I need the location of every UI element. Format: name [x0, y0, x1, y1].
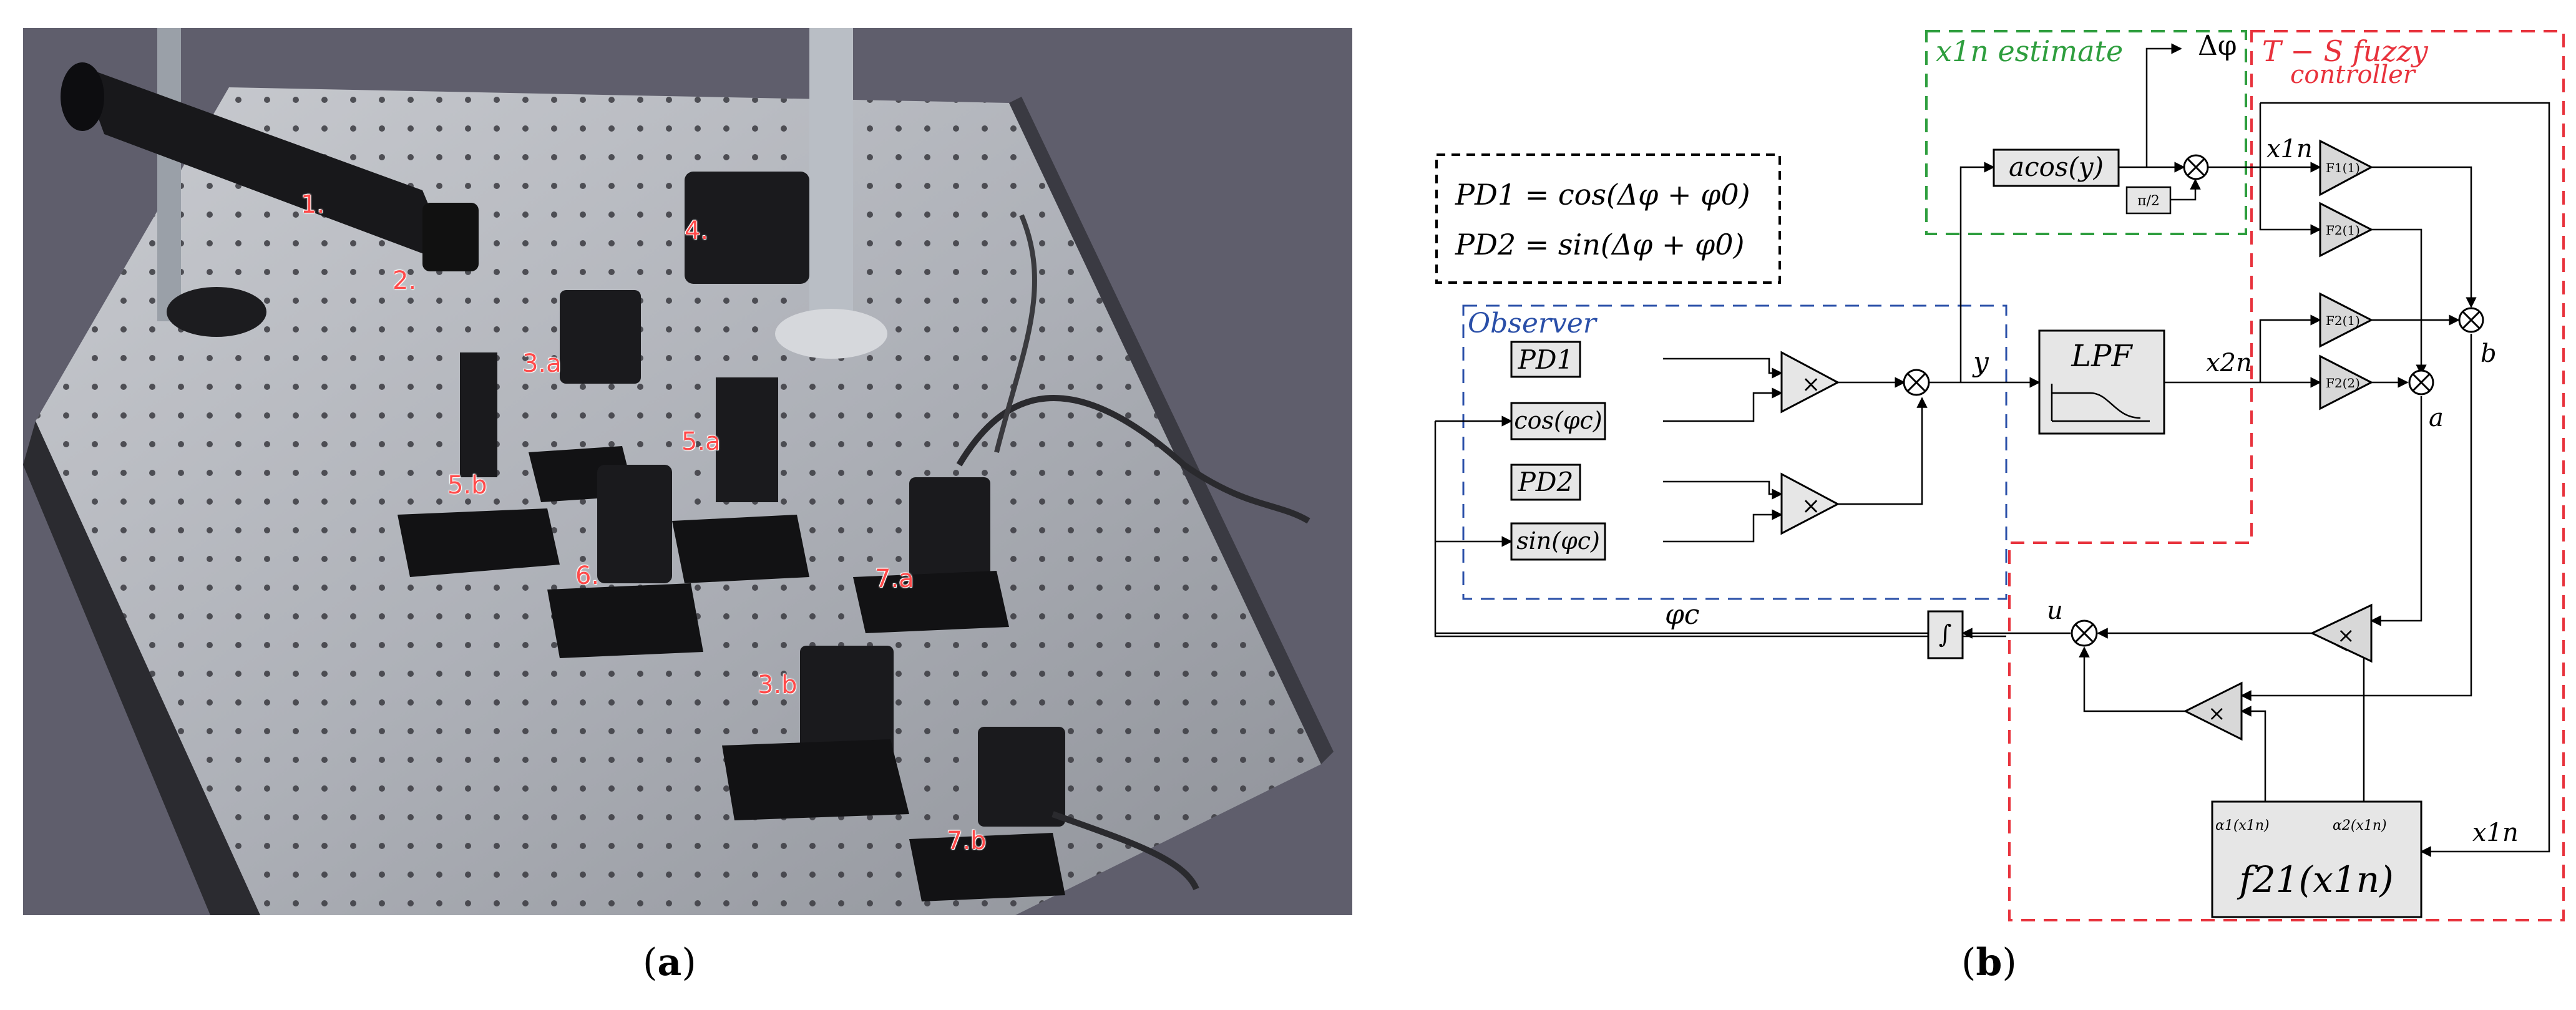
- label-4: 4.: [685, 216, 709, 245]
- label-2: 2.: [393, 266, 417, 295]
- svg-text:×: ×: [1802, 493, 1820, 519]
- svg-text:×: ×: [1802, 372, 1820, 397]
- delta-phi-label: Δφ: [2198, 30, 2237, 62]
- label-1: 1.: [301, 190, 325, 219]
- pi-over-two-block: π/2: [2125, 186, 2172, 215]
- acos-block: acos(y): [1993, 148, 2120, 187]
- control-block-diagram: x1n estimate T − S fuzzy controller Obse…: [1434, 30, 2565, 921]
- pd2-label: PD2: [1518, 467, 1574, 497]
- vertical-post-left: [157, 28, 181, 321]
- sin-label: sin(φc): [1516, 527, 1600, 555]
- f21-label: f21(x1n): [2237, 858, 2394, 901]
- svg-text:F2(1): F2(1): [2326, 313, 2360, 328]
- fuzzy-subtitle: controller: [2290, 61, 2417, 89]
- pd1-block: PD1: [1510, 341, 1581, 378]
- observer-sum-junction: [1903, 369, 1930, 396]
- vertical-post-right: [809, 28, 853, 328]
- label-6: 6.: [575, 561, 600, 590]
- phi-c-label: φc: [1665, 599, 1699, 631]
- integrator-label: ∫: [1939, 620, 1952, 649]
- fuzzy-multiplier-upper: ×: [2310, 603, 2373, 663]
- junction-a: [2408, 369, 2434, 396]
- cos-block: cos(φc): [1510, 402, 1606, 440]
- sin-block: sin(φc): [1510, 522, 1606, 561]
- label-5b: 5.b: [447, 471, 487, 500]
- alpha2-label: α2(x1n): [2333, 818, 2387, 833]
- observer-multiplier-1: ×: [1780, 351, 1840, 414]
- alpha1-label: α1(x1n): [2215, 818, 2270, 833]
- equation-legend-box: [1435, 153, 1781, 284]
- optical-setup-photo: 1. 2. 3.a 3.b 4. 5.a 5.b 6. 7.a 7.b: [23, 28, 1352, 915]
- laser-tube: [79, 66, 454, 265]
- junction-b: [2458, 307, 2484, 333]
- svg-text:F2(2): F2(2): [2326, 376, 2360, 391]
- lpf-block: LPF: [2038, 329, 2165, 435]
- caption-a: (a): [643, 941, 696, 984]
- estimate-title: x1n estimate: [1936, 34, 2123, 68]
- legend-pd2: PD2 = sin(Δφ + φ0): [1455, 228, 1744, 261]
- label-7b: 7.b: [947, 827, 987, 855]
- acos-label: acos(y): [2009, 152, 2104, 182]
- cos-label: cos(φc): [1514, 407, 1602, 434]
- gain-f2-2: F2(2): [2319, 354, 2374, 410]
- svg-text:F1(1): F1(1): [2326, 160, 2360, 175]
- pd1-label: PD1: [1518, 344, 1574, 375]
- gain-f2-1-bottom: F2(1): [2319, 292, 2374, 348]
- pd2-block: PD2: [1510, 464, 1581, 501]
- label-3a: 3.a: [522, 349, 562, 378]
- estimate-region: [1925, 30, 2247, 235]
- caption-b: (b): [1961, 941, 2017, 984]
- svg-text:×: ×: [2208, 701, 2226, 726]
- label-5a: 5.a: [681, 427, 721, 456]
- legend-pd1: PD1 = cos(Δφ + φ0): [1455, 178, 1750, 211]
- fuzzy-controller-region: [2008, 30, 2565, 921]
- observer-region: [1462, 304, 2008, 600]
- gain-f1-1: F1(1): [2319, 139, 2374, 197]
- f21-block: α1(x1n) α2(x1n) f21(x1n): [2211, 800, 2422, 918]
- b-label: b: [2481, 339, 2497, 368]
- x1n-right-label: x1n: [2472, 818, 2519, 847]
- observer-multiplier-2: ×: [1780, 472, 1840, 535]
- x2n-label: x2n: [2206, 349, 2252, 377]
- fuzzy-multiplier-lower: ×: [2183, 681, 2243, 741]
- lpf-label: LPF: [2071, 339, 2133, 374]
- svg-text:×: ×: [2337, 623, 2355, 648]
- svg-text:F2(1): F2(1): [2326, 223, 2360, 238]
- pi-over-two-label: π/2: [2137, 193, 2160, 209]
- observer-title: Observer: [1468, 308, 1598, 339]
- y-label: y: [1972, 346, 1989, 378]
- a-label: a: [2429, 404, 2444, 432]
- gain-f2-1-top: F2(1): [2319, 202, 2374, 258]
- estimate-junction: [2183, 154, 2209, 180]
- label-7a: 7.a: [875, 565, 914, 593]
- u-sum-junction: [2071, 619, 2098, 647]
- x1n-top-label: x1n: [2266, 135, 2313, 163]
- integrator-block: ∫: [1927, 610, 1964, 659]
- fuzzy-title: T − S fuzzy: [2262, 34, 2429, 68]
- optical-table-illustration: [23, 28, 1334, 915]
- label-3b: 3.b: [758, 671, 798, 699]
- u-label: u: [2047, 596, 2063, 625]
